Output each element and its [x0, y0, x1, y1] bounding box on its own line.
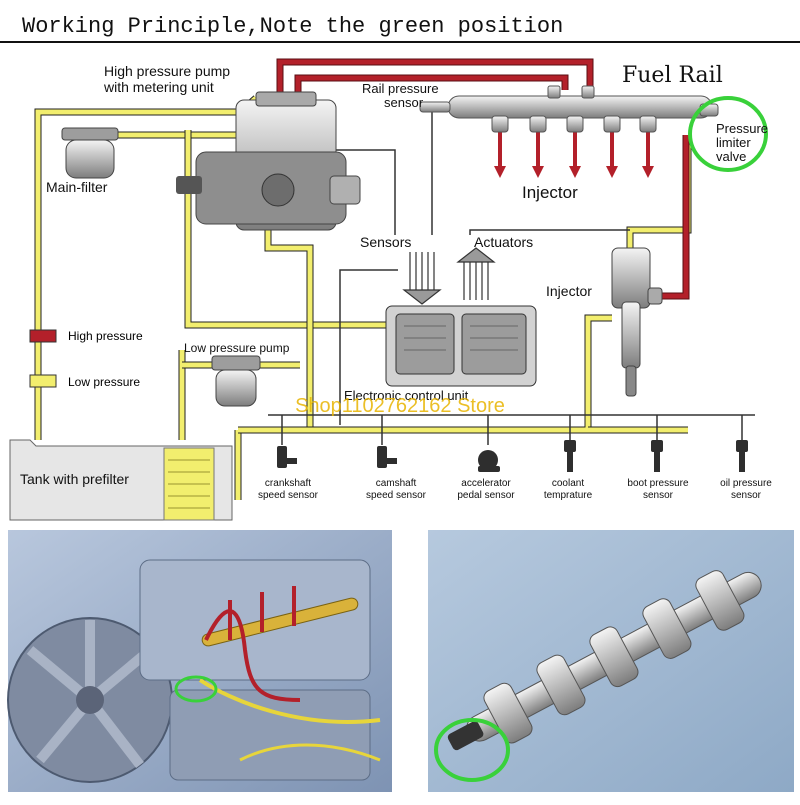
sensor-label-1a: crankshaft	[265, 478, 311, 489]
high-pressure-lines	[276, 58, 690, 300]
pressure-limiter-label-3: valve	[716, 149, 746, 164]
page-title: Working Principle,Note the green positio…	[22, 14, 563, 39]
sensor-label-4b: temprature	[544, 490, 593, 501]
sensor-label-2b: speed sensor	[366, 490, 427, 501]
sensor-row-labels: crankshaft speed sensor camshaft speed s…	[258, 478, 772, 501]
pressure-limiter-label-2: limiter	[716, 135, 751, 150]
highlight-circle-limiter	[688, 96, 768, 172]
legend-high-swatch	[29, 329, 57, 343]
actuators-label: Actuators	[474, 234, 533, 250]
sensor-label-2a: camshaft	[376, 478, 417, 489]
engine-photo	[7, 530, 392, 792]
low-pressure-lines	[34, 95, 692, 500]
low-pressure-pump-label: Low pressure pump	[184, 341, 290, 355]
fuel-rail	[419, 85, 719, 133]
legend-low-label: Low pressure	[68, 375, 140, 389]
legend-low-swatch	[29, 374, 57, 388]
legend: High pressure Low pressure	[29, 329, 143, 389]
electronic-control-unit	[385, 305, 537, 387]
sensor-label-6b: sensor	[731, 490, 762, 501]
injector-top-label: Injector	[522, 183, 578, 202]
pressure-limiter-label-1: Pressure	[716, 121, 768, 136]
main-filter	[61, 127, 119, 179]
sensor-label-5b: sensor	[643, 490, 674, 501]
camshaft-sensor-icon	[377, 446, 397, 468]
tank-label: Tank with prefilter	[20, 471, 129, 487]
sensors-arrows	[402, 252, 442, 305]
sensor-icons	[277, 440, 748, 472]
sensor-label-5a: boot pressure	[627, 478, 689, 489]
injector-right	[611, 247, 663, 397]
highlight-circle-rail	[434, 718, 510, 782]
high-pressure-pump-label-2: with metering unit	[103, 79, 214, 95]
rail-pressure-sensor-label-2: sensor	[384, 95, 424, 110]
rail-pressure-sensor-label-1: Rail pressure	[362, 81, 439, 96]
sensor-label-3b: pedal sensor	[457, 490, 515, 501]
high-pressure-pump-label-1: High pressure pump	[104, 63, 230, 79]
diagram-labels: Fuel Rail High pressure pump with meteri…	[20, 63, 768, 487]
sensors-label: Sensors	[360, 234, 411, 250]
ecu-label: Electronic control unit	[344, 388, 469, 403]
fuel-tank	[9, 439, 233, 521]
oil-pressure-sensor-icon	[736, 440, 748, 472]
sensor-label-1b: speed sensor	[258, 490, 319, 501]
actuators-arrows	[456, 247, 496, 300]
rail-photo	[428, 530, 794, 792]
legend-high-label: High pressure	[68, 329, 143, 343]
highlight-circle-engine	[174, 675, 218, 703]
injector-right-label: Injector	[546, 283, 592, 299]
high-pressure-pump	[176, 91, 361, 231]
coolant-sensor-icon	[564, 440, 576, 472]
sensor-label-3a: accelerator	[461, 478, 511, 489]
main-filter-label: Main-filter	[46, 179, 108, 195]
sensor-label-6a: oil pressure	[720, 478, 772, 489]
watermark: Shop1102762162 Store	[295, 395, 505, 417]
low-pressure-pump	[211, 355, 261, 407]
crankshaft-sensor-icon	[277, 446, 297, 468]
sensor-label-4a: coolant	[552, 478, 584, 489]
accelerator-pedal-icon	[478, 450, 500, 472]
fuel-rail-label: Fuel Rail	[622, 63, 723, 88]
boost-pressure-sensor-icon	[651, 440, 663, 472]
